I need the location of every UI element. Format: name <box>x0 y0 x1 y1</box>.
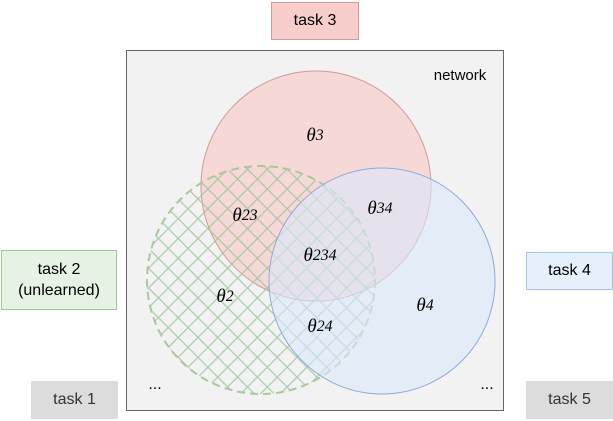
task1-box: task 1 <box>31 381 118 419</box>
task4-box: task 4 <box>526 252 613 290</box>
task5-box: task 5 <box>526 381 613 419</box>
task3-box: task 3 <box>271 2 359 40</box>
task2-box: task 2 (unlearned) <box>1 250 117 310</box>
network-label: network <box>433 66 487 84</box>
task2-label: task 2 <box>37 261 81 278</box>
ellipsis-right: ... <box>480 376 494 393</box>
task2-status: (unlearned) <box>18 282 100 299</box>
ellipsis-left: ... <box>148 376 162 393</box>
task4-circle <box>268 167 496 395</box>
